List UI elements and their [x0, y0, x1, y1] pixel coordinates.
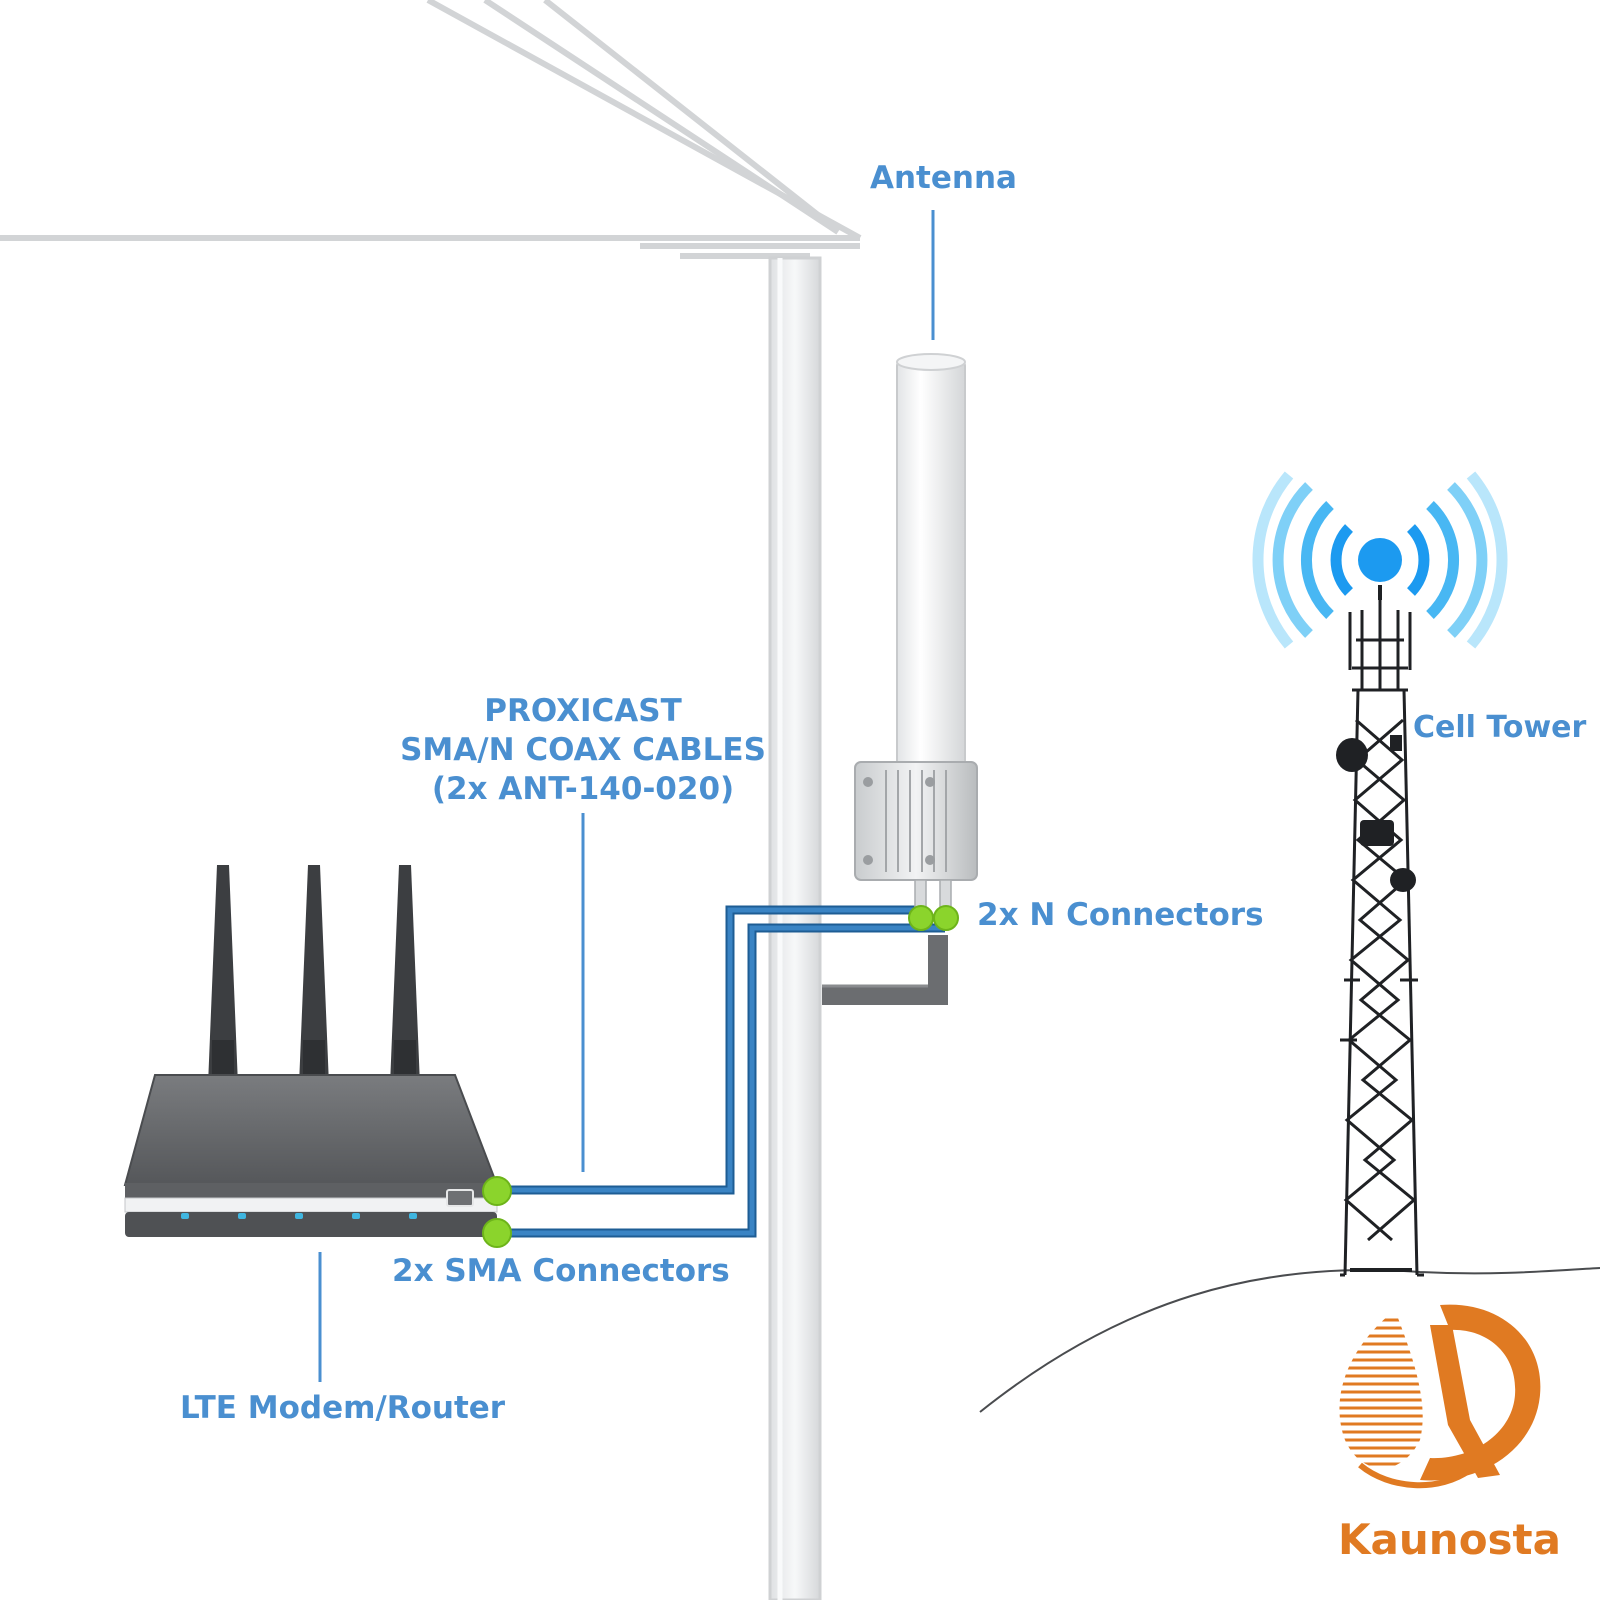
hill [979, 1267, 1600, 1413]
signal-icon [1252, 471, 1508, 649]
brand-name: Kaunosta [1338, 1515, 1561, 1564]
n-connectors [908, 905, 959, 931]
router-label: LTE Modem/Router [180, 1390, 506, 1426]
sma-connector-2 [482, 1218, 512, 1248]
coax-cables [500, 905, 945, 1238]
n-connector-2 [933, 905, 959, 931]
cell-tower [1340, 585, 1424, 1277]
roof [0, 0, 862, 259]
cell-tower-label: Cell Tower [1413, 710, 1587, 745]
tower-dishes [1336, 735, 1416, 892]
router [123, 865, 499, 1237]
sma-connector-1 [482, 1176, 512, 1206]
sma-connectors-label: 2x SMA Connectors [392, 1253, 730, 1289]
n-connector-1 [908, 905, 934, 931]
antenna-label: Antenna [870, 160, 1017, 196]
antenna [854, 353, 978, 909]
sma-connectors [482, 1176, 512, 1248]
coax-cables-label-type: SMA/N COAX CABLES [400, 732, 766, 768]
router-antennas [208, 865, 420, 1085]
router-leds [181, 1213, 417, 1219]
leader-lines [318, 210, 935, 1382]
n-connectors-label: 2x N Connectors [977, 897, 1264, 933]
coax-cables-label-brand: PROXICAST [484, 693, 682, 729]
mounting-pole [822, 935, 948, 1005]
coax-cables-label-part: (2x ANT-140-020) [431, 771, 735, 807]
coax-cables-label: PROXICAST SMA/N COAX CABLES (2x ANT-140-… [388, 692, 778, 809]
brand-logo [1339, 1304, 1541, 1489]
